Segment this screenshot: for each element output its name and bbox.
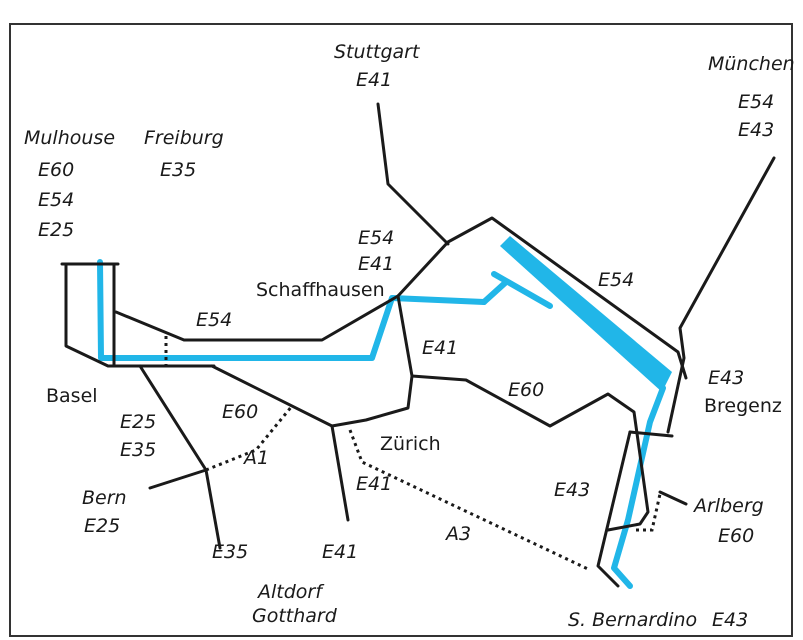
label-munchen: München (708, 53, 795, 75)
road-label-a3: A3 (444, 523, 471, 545)
road-schaffhausen-lake (396, 216, 688, 380)
lake-constance (500, 236, 672, 392)
road-label-e41-south: E41 (322, 541, 358, 563)
river-rhine (97, 259, 487, 361)
road-label-zurich-e41: E41 (356, 473, 392, 495)
road-label-e60-sw: E60 (222, 401, 258, 423)
road-bregenz-link (628, 430, 674, 438)
road-label-e35-south: E35 (212, 541, 248, 563)
road-label-bern-e25: E25 (84, 515, 120, 537)
label-bern: Bern (82, 487, 127, 509)
road-label-lake-e54: E54 (598, 269, 634, 291)
road-e41-south (330, 424, 350, 522)
river-rhine-alpine (611, 385, 666, 589)
road-label-basel-e35: E35 (120, 439, 156, 461)
label-arlberg: Arlberg (692, 495, 764, 517)
road-label-munchen-e43: E43 (738, 119, 774, 141)
label-stuttgart: Stuttgart (334, 41, 421, 63)
road-arlberg (658, 490, 688, 506)
road-e60-east (410, 374, 650, 532)
road-e43-south (596, 430, 632, 588)
road-label-a1: A1 (242, 447, 269, 469)
road-label-mulhouse-e54: E54 (38, 189, 74, 211)
road-label-mulhouse-e60: E60 (38, 159, 74, 181)
road-label-stuttgart-e41: E41 (356, 69, 392, 91)
map-frame (9, 23, 793, 637)
road-bern-west (148, 468, 208, 490)
road-label-freiburg-e35: E35 (160, 159, 196, 181)
road-label-schaff-e41: E41 (358, 253, 394, 275)
label-mulhouse: Mulhouse (24, 127, 115, 149)
label-bernardino: S. Bernardino (568, 609, 697, 631)
road-basel-west (64, 262, 216, 368)
road-munchen-e43 (666, 156, 776, 434)
label-altdorf: Altdorf (256, 581, 325, 603)
tunnel-arlberg (636, 493, 662, 532)
road-label-mulhouse-e25: E25 (38, 219, 74, 241)
road-label-west-e54: E54 (196, 309, 232, 331)
label-basel: Basel (46, 385, 98, 407)
tunnel-a1 (205, 405, 294, 472)
road-label-basel-e25: E25 (120, 411, 156, 433)
label-freiburg: Freiburg (144, 127, 224, 149)
road-label-munchen-e54: E54 (738, 91, 774, 113)
lake-arm-2 (481, 280, 508, 305)
road-e54-west (114, 294, 400, 342)
road-e41-mid (210, 294, 414, 428)
road-label-bernardino-e43: E43 (712, 609, 748, 631)
road-label-mid-e41: E41 (422, 337, 458, 359)
road-label-e43-south: E43 (554, 479, 590, 501)
road-label-schaff-e54: E54 (358, 227, 394, 249)
road-label-e43-bregenz: E43 (708, 367, 744, 389)
road-label-arlberg-e60: E60 (718, 525, 754, 547)
label-gotthard: Gotthard (252, 605, 338, 627)
road-label-e60-east: E60 (508, 379, 544, 401)
label-schaffhausen: Schaffhausen (256, 279, 385, 301)
label-zurich: Zürich (380, 433, 441, 455)
road-stuttgart-e41 (376, 102, 450, 246)
label-bregenz: Bregenz (704, 395, 782, 417)
lake-arm (491, 271, 553, 309)
